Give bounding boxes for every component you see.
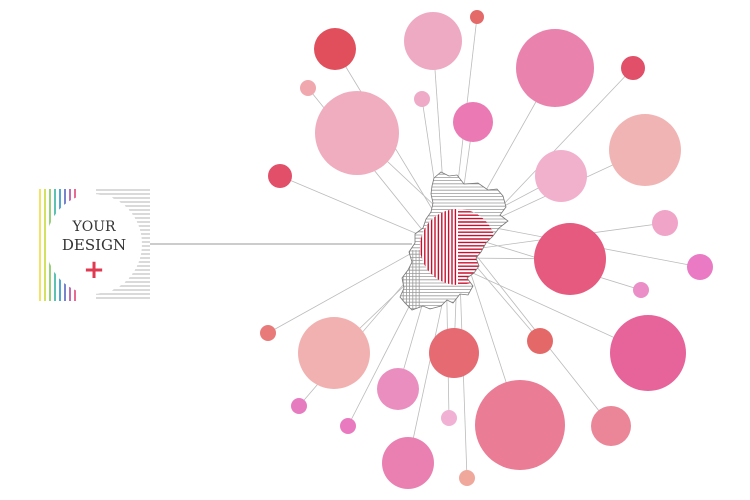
bubble <box>453 102 493 142</box>
bubble <box>475 380 565 470</box>
logo-text-your: YOUR <box>71 219 116 235</box>
bubble <box>298 317 370 389</box>
bubble <box>534 223 606 295</box>
bubble <box>340 418 356 434</box>
bubble <box>609 114 681 186</box>
logo-text-design: DESIGN <box>62 236 126 254</box>
bubble <box>633 282 649 298</box>
hub-map-shape <box>399 171 509 311</box>
bubble <box>652 210 678 236</box>
logo-plus-mark: + <box>83 255 105 285</box>
connection-line <box>439 257 649 354</box>
bubble-cluster <box>260 10 713 489</box>
bubble <box>382 437 434 489</box>
bubble <box>377 368 419 410</box>
bubble <box>621 56 645 80</box>
logo-circle-badge <box>46 194 142 294</box>
bubble <box>315 91 399 175</box>
bubble <box>516 29 594 107</box>
bubble <box>414 91 430 107</box>
bubble <box>404 12 462 70</box>
bubble <box>459 470 475 486</box>
bubble <box>314 28 356 70</box>
bubble <box>687 254 713 280</box>
bubble <box>268 164 292 188</box>
your-design-logo: YOUR DESIGN + <box>39 189 150 301</box>
bubble <box>300 80 316 96</box>
bubble <box>470 10 484 24</box>
bubble <box>535 150 587 202</box>
bubble <box>260 325 276 341</box>
bubble <box>591 406 631 446</box>
bubble <box>429 328 479 378</box>
hub-outline <box>399 171 509 311</box>
bubble <box>610 315 686 391</box>
bubble <box>527 328 553 354</box>
bubble <box>291 398 307 414</box>
bubble <box>441 410 457 426</box>
